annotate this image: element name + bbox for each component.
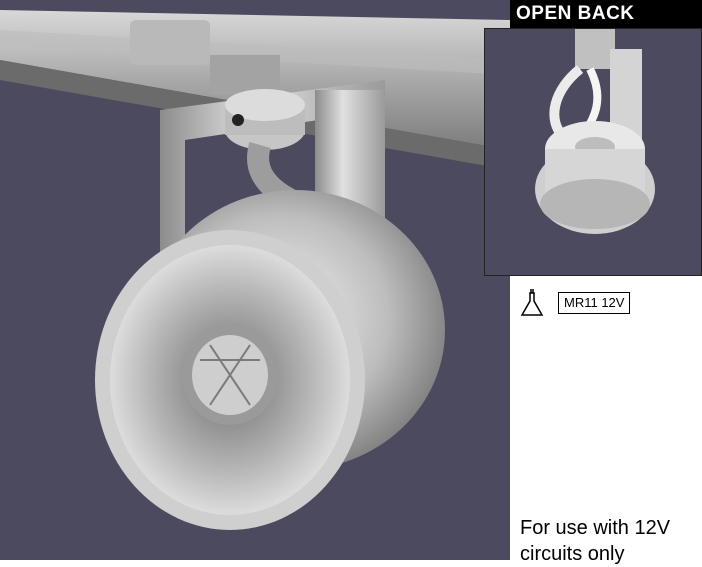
track-spotlight-illustration bbox=[0, 10, 510, 530]
open-back-photo bbox=[484, 28, 702, 276]
lamp-spec-row: MR11 12V bbox=[516, 286, 631, 320]
inset-label: OPEN BACK bbox=[510, 0, 702, 28]
open-back-illustration bbox=[535, 29, 655, 234]
product-photo bbox=[0, 0, 510, 560]
usage-note: For use with 12V circuits only bbox=[520, 517, 671, 565]
lamp-spec-label: MR11 12V bbox=[558, 292, 631, 314]
mr11-bulb-icon bbox=[520, 289, 544, 316]
